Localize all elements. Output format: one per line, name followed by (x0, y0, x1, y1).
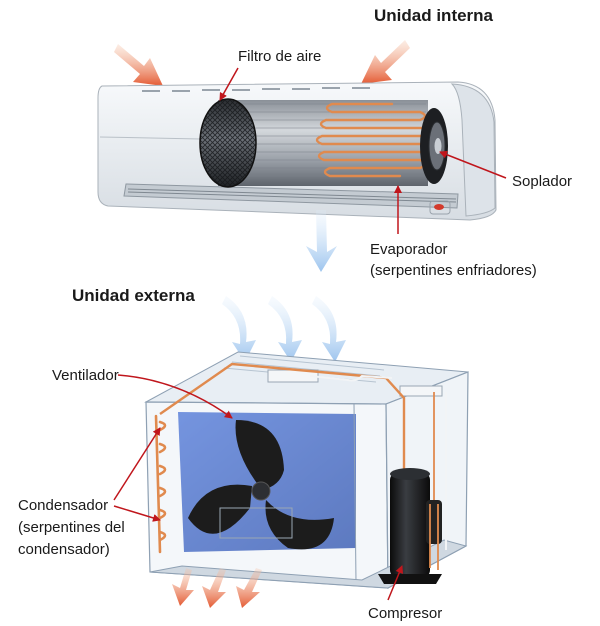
indoor-unit (97, 40, 497, 272)
fan (188, 420, 334, 550)
fan-label: Ventilador (52, 367, 119, 384)
evaporator-label: Evaporador (370, 241, 448, 258)
fan-blade-right (265, 500, 334, 550)
cool-air-outflow-arrow (306, 210, 337, 272)
intake-air-arrow-right (361, 40, 410, 84)
compressor-label: Compresor (368, 605, 443, 622)
intake-air-arrow-left (114, 44, 163, 86)
exhaust-arrow-1 (172, 568, 194, 606)
fan-hub (251, 481, 271, 501)
condenser-coils (154, 414, 167, 554)
pointer-blower (439, 150, 507, 179)
outdoor-intake-arrow-1 (222, 296, 256, 362)
outdoor-unit-title: Unidad externa (72, 286, 195, 305)
blower-label: Soplador (512, 173, 573, 190)
outdoor-intake-arrow-2 (268, 296, 302, 362)
exhaust-arrow-3 (236, 568, 262, 608)
pointer-compressor (387, 565, 404, 601)
evaporator-sublabel: (serpentines enfriadores) (370, 262, 537, 279)
pointer-air-filter (219, 67, 239, 101)
outdoor-unit (144, 296, 469, 608)
condenser-sublabel-2: condensador) (18, 541, 110, 558)
pointer-condenser-2 (113, 505, 161, 522)
indoor-unit-title: Unidad interna (374, 6, 494, 25)
pointer-arrows (113, 67, 507, 601)
indicator-led (434, 204, 444, 210)
air-filter-label: Filtro de aire (238, 48, 322, 65)
exhaust-arrow-2 (202, 568, 226, 608)
pointer-fan (117, 374, 233, 419)
fan-blade-top (235, 420, 284, 490)
condenser-sublabel-1: (serpentines del (18, 519, 125, 536)
bottom-louver (123, 183, 459, 209)
compressor (378, 392, 447, 584)
pointer-condenser-1 (113, 427, 161, 501)
outdoor-intake-arrow-3 (312, 296, 346, 362)
condenser-label: Condensador (18, 497, 109, 514)
indoor-unit-end-cap (450, 83, 496, 217)
top-vent-slots (142, 87, 370, 92)
